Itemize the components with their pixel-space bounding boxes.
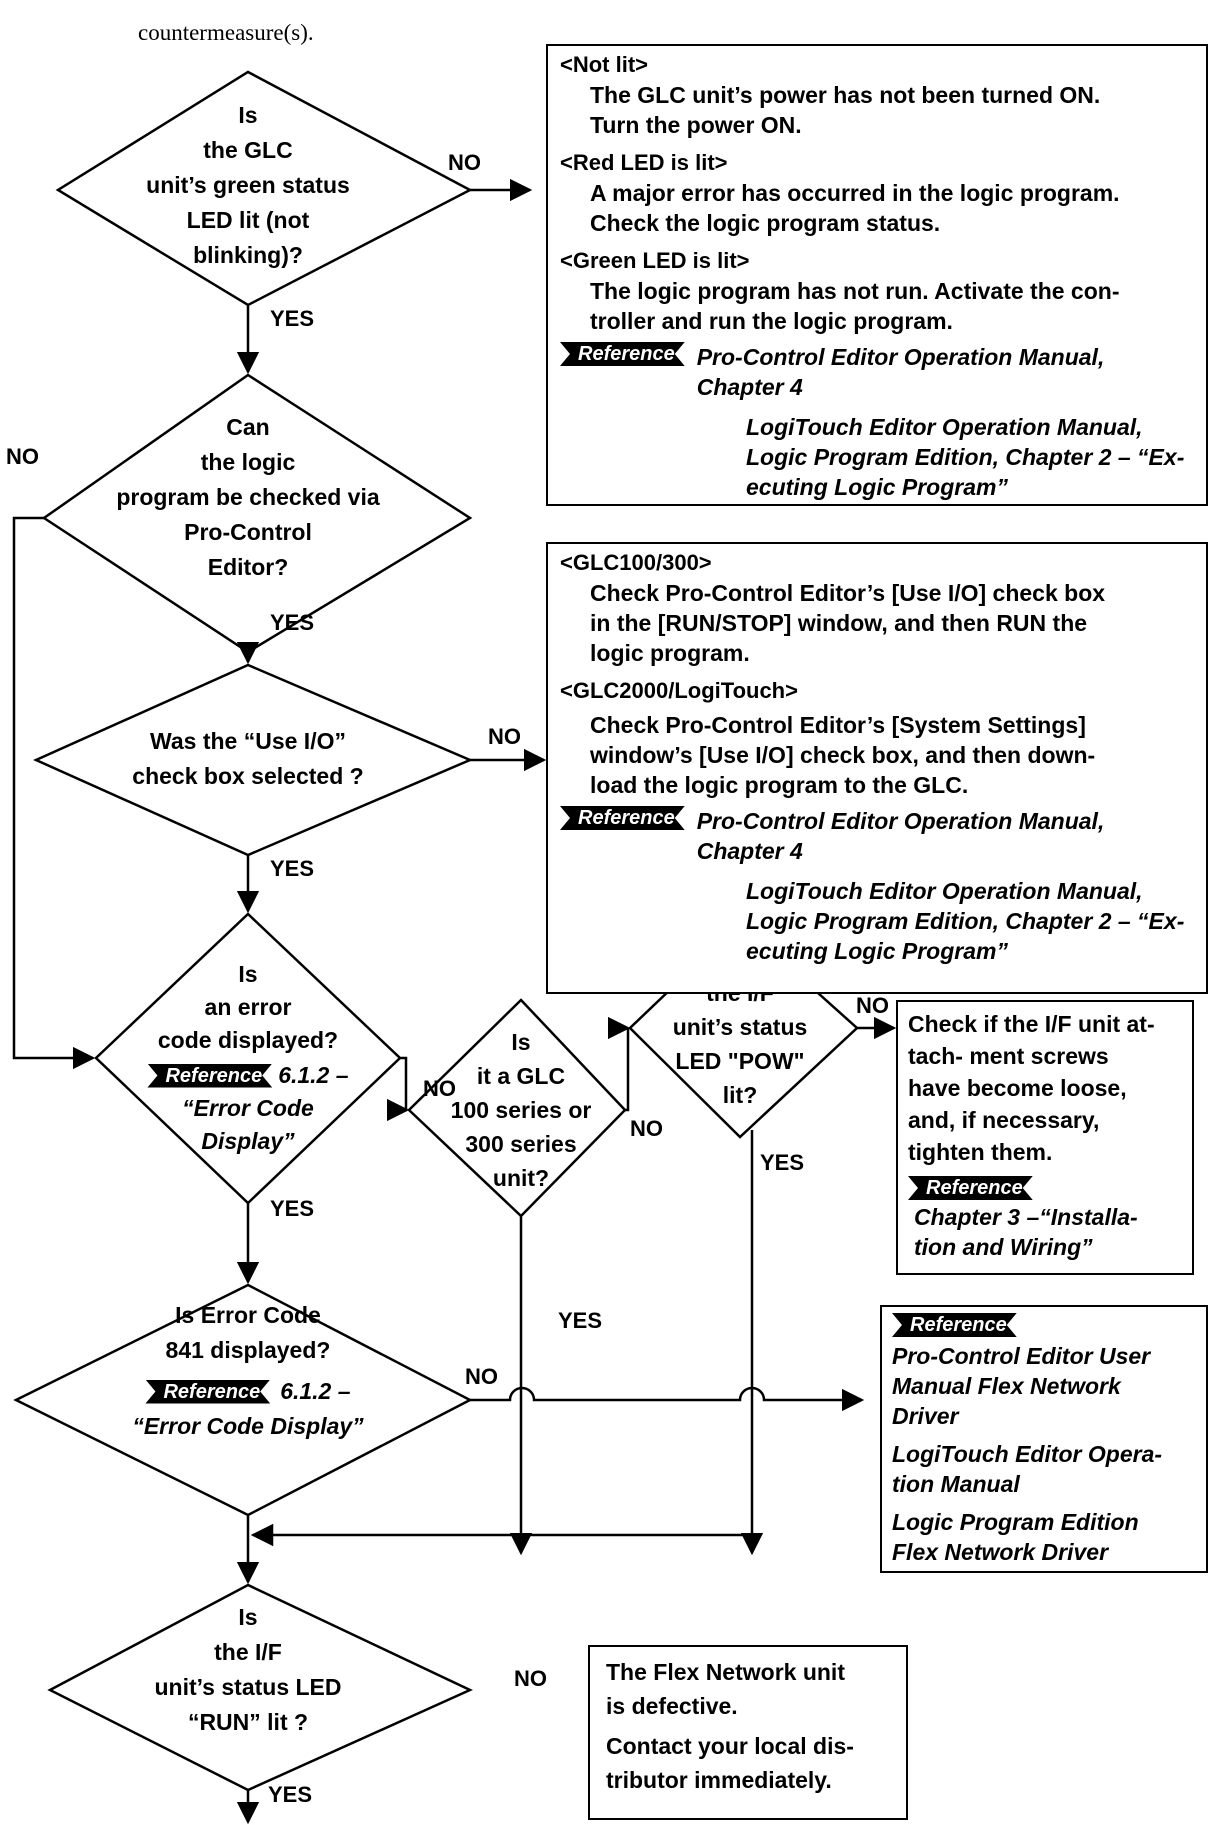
label-d5-no: NO <box>465 1364 498 1389</box>
label-d7-no: NO <box>856 993 889 1018</box>
reference-badge-d4: Reference <box>147 1063 273 1088</box>
box-reference-manuals: Reference Pro-Control Editor User Manual… <box>880 1305 1208 1573</box>
box1-heading-not-lit: <Not lit> <box>560 52 649 77</box>
arrow-d5-no <box>470 1386 865 1412</box>
reference-badge-box4: Reference <box>892 1313 1017 1337</box>
label-d3-yes: YES <box>270 856 315 881</box>
box1-heading-green: <Green LED is lit> <box>560 248 750 273</box>
label-d1-no: NO <box>448 150 481 175</box>
box-use-io-countermeasures: <GLC100/300> Check Pro-Control Editor’s … <box>546 542 1208 994</box>
arrow-d6-no <box>616 1025 640 1112</box>
label-d8-no: NO <box>514 1666 547 1691</box>
label-d1-yes: YES <box>270 306 315 331</box>
label-d4-yes: YES <box>270 1196 315 1221</box>
reference-badge-d5: Reference <box>145 1379 271 1404</box>
box-pow-countermeasure: Check if the I/F unit at- tach- ment scr… <box>896 1000 1194 1275</box>
label-d3-no: NO <box>488 724 521 749</box>
reference-badge-box2: Reference <box>560 806 685 830</box>
reference-badge-box3: Reference <box>908 1176 1033 1200</box>
label-d7-yes: YES <box>760 1150 805 1175</box>
label-d4-no: NO <box>423 1076 456 1101</box>
box-defective-unit: The Flex Network unit is defective. Cont… <box>588 1645 908 1820</box>
label-d2-no: NO <box>6 444 39 469</box>
reference-badge-box1: Reference <box>560 342 685 366</box>
box2-heading-glc100: <GLC100/300> <box>560 550 712 575</box>
box1-heading-red: <Red LED is lit> <box>560 150 728 175</box>
box-green-led-countermeasures: <Not lit> The GLC unit’s power has not b… <box>546 44 1208 506</box>
arrow-d4-no <box>386 1056 410 1122</box>
label-d2-yes: YES <box>270 610 315 635</box>
box2-heading-glc2000: <GLC2000/LogiTouch> <box>560 678 798 703</box>
label-d6-yes: YES <box>558 1308 603 1333</box>
intro-fragment: countermeasure(s). <box>138 20 314 45</box>
arrow-d2-no <box>12 516 96 1070</box>
label-d8-yes: YES <box>268 1782 313 1807</box>
label-d6-no: NO <box>630 1116 663 1141</box>
decision-d3-text: Was the “Use I/O”check box selected ? <box>132 728 364 789</box>
